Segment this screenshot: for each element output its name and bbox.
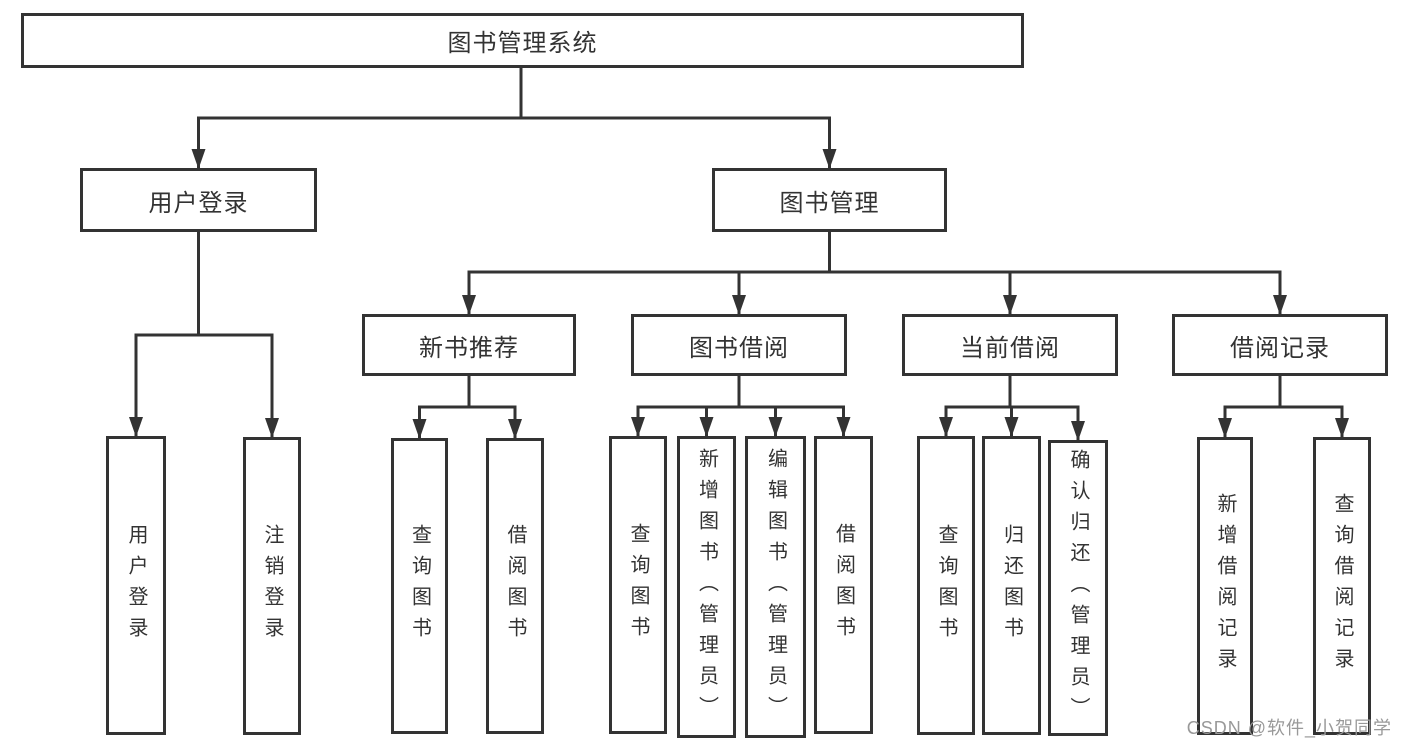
leaf-query-books-recommend: 查询图书: [391, 438, 448, 734]
node-user-login: 用户登录: [80, 168, 317, 232]
leaf-edit-books-admin: 编辑图书（管理员）: [745, 436, 806, 738]
leaf-user-login: 用户登录: [106, 436, 166, 735]
node-book-management: 图书管理: [712, 168, 947, 232]
leaf-label: 新增借阅记录: [1214, 493, 1236, 679]
leaf-label: 借阅图书: [832, 523, 855, 647]
csdn-watermark: CSDN @软件_小贺同学: [1186, 718, 1392, 738]
leaf-label: 归还图书: [1000, 523, 1023, 648]
leaf-return-books: 归还图书: [982, 436, 1041, 735]
leaf-borrow-books: 借阅图书: [814, 436, 873, 734]
leaf-label: 查询借阅记录: [1331, 493, 1353, 679]
node-label: 借阅记录: [1230, 334, 1330, 362]
leaf-label: 查询图书: [408, 524, 431, 648]
leaf-query-books-borrow: 查询图书: [609, 436, 667, 734]
node-new-book-recommend: 新书推荐: [362, 314, 576, 376]
leaf-label: 查询图书: [627, 523, 649, 647]
leaf-label: 注销登录: [261, 524, 283, 648]
leaf-logout: 注销登录: [243, 437, 301, 735]
leaf-add-books-admin: 新增图书（管理员）: [677, 436, 736, 738]
leaf-label: 编辑图书（管理员）: [764, 447, 787, 727]
leaf-label: 新增图书（管理员）: [695, 447, 718, 727]
leaf-add-borrow-record: 新增借阅记录: [1197, 437, 1253, 735]
leaf-borrow-books-recommend: 借阅图书: [486, 438, 544, 734]
leaf-confirm-return-admin: 确认归还（管理员）: [1048, 440, 1108, 736]
leaf-label: 用户登录: [125, 523, 147, 648]
leaf-label: 借阅图书: [504, 524, 526, 648]
leaf-label: 查询图书: [935, 523, 957, 648]
leaf-label: 确认归还（管理员）: [1067, 448, 1089, 728]
node-library-system: 图书管理系统: [21, 13, 1024, 68]
node-label: 图书管理: [779, 189, 880, 217]
node-label: 当前借阅: [960, 334, 1060, 362]
node-label: 用户登录: [148, 189, 249, 217]
node-label: 图书借阅: [689, 334, 789, 362]
node-label: 新书推荐: [419, 334, 519, 362]
node-label: 图书管理系统: [447, 30, 598, 57]
leaf-query-books-current: 查询图书: [917, 436, 975, 735]
node-current-borrow: 当前借阅: [902, 314, 1118, 376]
node-book-borrow: 图书借阅: [631, 314, 847, 376]
node-borrow-records: 借阅记录: [1172, 314, 1388, 376]
leaf-query-borrow-record: 查询借阅记录: [1313, 437, 1371, 735]
